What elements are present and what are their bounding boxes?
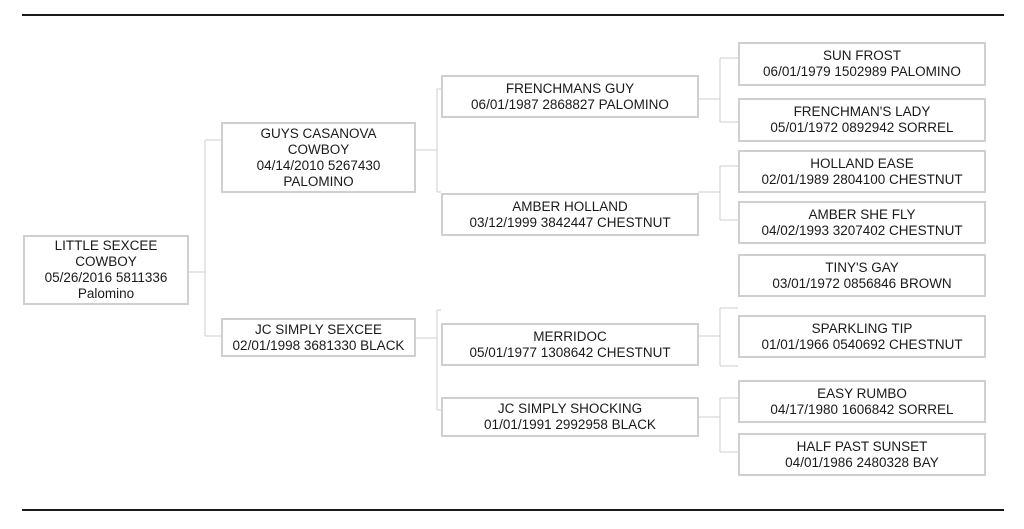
horse-dam-dam-sire[interactable]: EASY RUMBO 04/17/1980 1606842 SORREL	[738, 380, 986, 423]
horse-sire-dam-dam-label: AMBER SHE FLY 04/02/1993 3207402 CHESTNU…	[761, 206, 963, 238]
horse-sire-dam-sire-label: HOLLAND EASE 02/01/1989 2804100 CHESTNUT	[761, 155, 963, 187]
horse-sire-sire-dam[interactable]: FRENCHMAN'S LADY 05/01/1972 0892942 SORR…	[738, 98, 986, 142]
connector-dam-sire	[698, 307, 738, 367]
horse-dam-sire-sire-label: TINY'S GAY 03/01/1972 0856846 BROWN	[772, 259, 952, 291]
connector-sire-dam	[698, 165, 738, 221]
horse-dam-sire-label: MERRIDOC 05/01/1977 1308642 CHESTNUT	[469, 328, 671, 360]
horse-dam-dam-label: JC SIMPLY SHOCKING 01/01/1991 2992958 BL…	[484, 401, 656, 432]
horse-dam-sire-dam[interactable]: SPARKLING TIP 01/01/1966 0540692 CHESTNU…	[738, 315, 986, 358]
horse-sire-sire-dam-label: FRENCHMAN'S LADY 05/01/1972 0892942 SORR…	[770, 104, 954, 135]
top-rule	[22, 14, 1004, 16]
horse-dam-sire-sire[interactable]: TINY'S GAY 03/01/1972 0856846 BROWN	[738, 254, 986, 297]
horse-dam-sire-dam-label: SPARKLING TIP 01/01/1966 0540692 CHESTNU…	[761, 320, 963, 352]
horse-dam-dam-sire-label: EASY RUMBO 04/17/1980 1606842 SORREL	[770, 385, 954, 417]
connector-dam	[415, 309, 441, 411]
horse-sire-sire-sire[interactable]: SUN FROST 06/01/1979 1502989 PALOMINO	[738, 42, 986, 86]
horse-dam[interactable]: JC SIMPLY SEXCEE 02/01/1998 3681330 BLAC…	[221, 318, 416, 357]
connector-dam-dam	[698, 397, 738, 453]
connector-subject	[188, 139, 221, 337]
horse-dam-dam[interactable]: JC SIMPLY SHOCKING 01/01/1991 2992958 BL…	[441, 397, 699, 437]
horse-dam-sire[interactable]: MERRIDOC 05/01/1977 1308642 CHESTNUT	[441, 323, 699, 366]
horse-sire-dam-label: AMBER HOLLAND 03/12/1999 3842447 CHESTNU…	[469, 198, 671, 230]
connector-sire	[415, 88, 441, 193]
horse-subject[interactable]: LITTLE SEXCEE COWBOY 05/26/2016 5811336 …	[23, 235, 189, 305]
horse-sire[interactable]: GUYS CASANOVA COWBOY 04/14/2010 5267430 …	[221, 122, 416, 193]
horse-sire-sire[interactable]: FRENCHMANS GUY 06/01/1987 2868827 PALOMI…	[441, 75, 699, 118]
horse-sire-dam-sire[interactable]: HOLLAND EASE 02/01/1989 2804100 CHESTNUT	[738, 150, 986, 193]
horse-sire-label: GUYS CASANOVA COWBOY 04/14/2010 5267430 …	[256, 125, 381, 189]
horse-subject-label: LITTLE SEXCEE COWBOY 05/26/2016 5811336 …	[44, 238, 168, 301]
horse-sire-dam[interactable]: AMBER HOLLAND 03/12/1999 3842447 CHESTNU…	[441, 193, 699, 236]
horse-dam-dam-dam[interactable]: HALF PAST SUNSET 04/01/1986 2480328 BAY	[738, 433, 986, 476]
bottom-rule	[22, 509, 1004, 511]
connector-sire-sire	[698, 57, 738, 123]
horse-sire-sire-sire-label: SUN FROST 06/01/1979 1502989 PALOMINO	[763, 48, 961, 79]
horse-sire-sire-label: FRENCHMANS GUY 06/01/1987 2868827 PALOMI…	[471, 80, 669, 112]
horse-dam-label: JC SIMPLY SEXCEE 02/01/1998 3681330 BLAC…	[232, 321, 405, 353]
horse-dam-dam-dam-label: HALF PAST SUNSET 04/01/1986 2480328 BAY	[785, 438, 939, 470]
horse-sire-dam-dam[interactable]: AMBER SHE FLY 04/02/1993 3207402 CHESTNU…	[738, 201, 986, 244]
